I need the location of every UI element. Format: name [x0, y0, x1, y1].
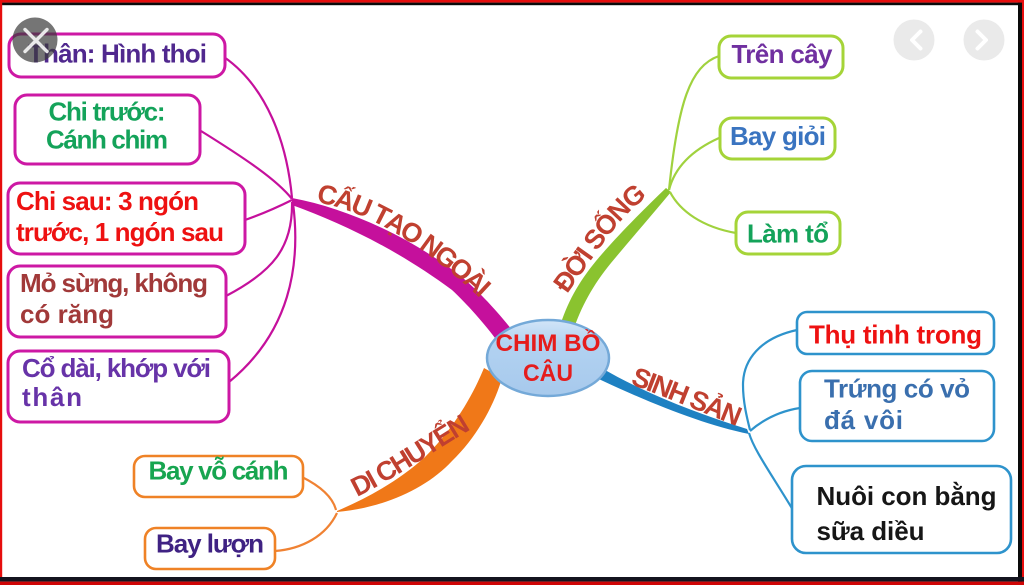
svg-text:thân: thân	[22, 382, 82, 412]
svg-text:Trứng có vỏ: Trứng có vỏ	[824, 374, 970, 404]
svg-text:đá vôi: đá vôi	[824, 405, 903, 435]
svg-text:Bay vỗ cánh: Bay vỗ cánh	[149, 456, 289, 486]
svg-text:Làm tổ: Làm tổ	[747, 219, 829, 249]
svg-text:Cổ dài, khớp với: Cổ dài, khớp với	[22, 353, 211, 383]
svg-text:trước, 1 ngón sau: trước, 1 ngón sau	[16, 217, 224, 247]
svg-text:Nuôi con bằng: Nuôi con bằng	[817, 481, 997, 511]
svg-text:sữa diều: sữa diều	[817, 516, 925, 546]
svg-text:có răng: có răng	[20, 299, 114, 329]
svg-text:Trên cây: Trên cây	[732, 39, 834, 69]
svg-text:Cánh chim: Cánh chim	[46, 125, 168, 155]
svg-text:Thân: Hình thoi: Thân: Hình thoi	[28, 39, 207, 69]
svg-text:Bay lượn: Bay lượn	[156, 529, 264, 559]
svg-text:CÂU: CÂU	[523, 359, 573, 387]
svg-text:Chi sau: 3 ngón: Chi sau: 3 ngón	[16, 186, 199, 216]
svg-text:CHIM BỒ: CHIM BỒ	[496, 329, 601, 357]
svg-text:Chi trước:: Chi trước:	[49, 97, 166, 127]
svg-text:Thụ tinh trong: Thụ tinh trong	[809, 320, 982, 350]
svg-text:Mỏ sừng, không: Mỏ sừng, không	[20, 268, 208, 298]
svg-text:Bay giỏi: Bay giỏi	[730, 121, 826, 151]
